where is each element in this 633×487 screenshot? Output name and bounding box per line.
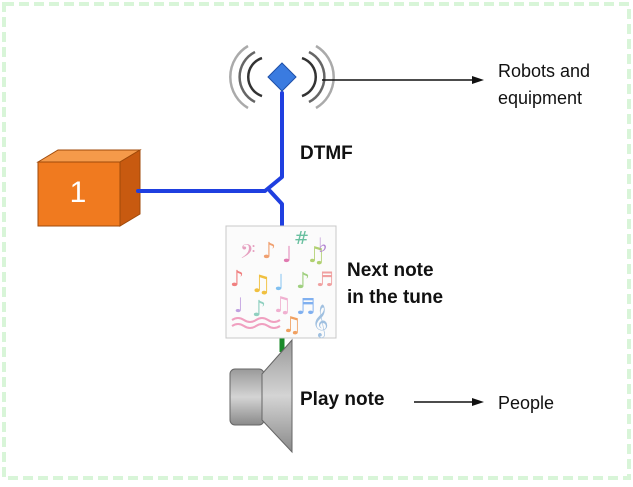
svg-text:♬: ♬ xyxy=(316,267,334,291)
robots-label-line2: equipment xyxy=(498,88,583,108)
dtmf-label: DTMF xyxy=(300,143,353,164)
svg-text:𝄢: 𝄢 xyxy=(240,240,255,268)
svg-text:♫: ♫ xyxy=(272,293,292,318)
svg-text:♫: ♫ xyxy=(282,313,302,338)
play-note-label: Play note xyxy=(300,389,385,410)
diagram-border xyxy=(2,2,631,480)
svg-text:♪: ♪ xyxy=(230,267,244,292)
svg-text:♪: ♪ xyxy=(262,239,276,264)
button-box xyxy=(36,149,142,227)
svg-text:#: # xyxy=(294,228,309,249)
radio-transmitter-icon xyxy=(229,44,335,110)
svg-text:♫: ♫ xyxy=(250,270,272,298)
svg-text:♪: ♪ xyxy=(296,269,310,294)
music-notes-icon: 𝄢 ♪ ♩ # ♫ ♭ ♪ ♫ ♩ ♪ ♬ ♩ ♪ ♫ ♬ 𝄞 ♫ xyxy=(225,225,337,339)
dtmf-wire xyxy=(136,91,284,234)
svg-text:♬: ♬ xyxy=(296,295,316,320)
svg-text:𝄞: 𝄞 xyxy=(312,304,329,338)
next-note-label-line2: in the tune xyxy=(347,287,444,308)
button-number: 1 xyxy=(69,176,87,209)
svg-text:♫: ♫ xyxy=(306,243,326,268)
svg-text:♩: ♩ xyxy=(234,293,243,317)
svg-text:♩: ♩ xyxy=(282,243,292,268)
loudspeaker-icon xyxy=(229,338,293,454)
arrow-to-robots xyxy=(322,76,484,84)
svg-text:♩: ♩ xyxy=(274,271,284,296)
robots-label-line1: Robots and xyxy=(498,61,591,81)
svg-text:♭: ♭ xyxy=(318,233,327,257)
people-label: People xyxy=(498,393,555,413)
svg-text:♪: ♪ xyxy=(252,297,266,322)
next-note-label-line1: Next note xyxy=(347,260,434,281)
arrow-to-people xyxy=(414,398,484,406)
